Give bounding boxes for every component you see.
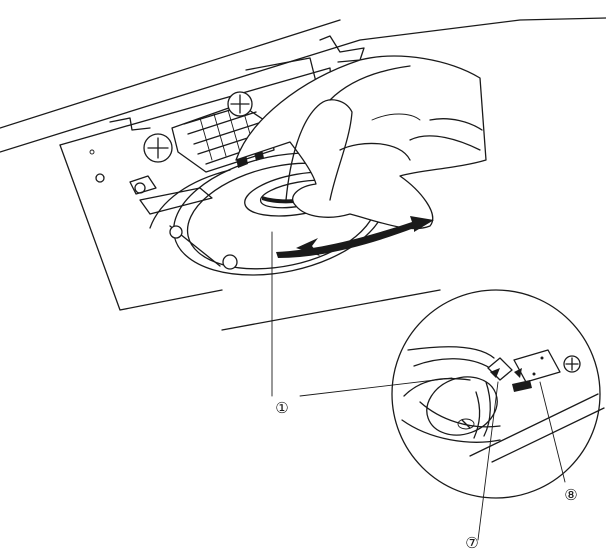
detail-inset-content [401, 346, 605, 463]
callout-leader-1 [271, 231, 453, 397]
rotation-arrow [276, 216, 434, 258]
callout-label-1: ① [275, 399, 288, 417]
callout-label-8: ⑧ [564, 486, 577, 504]
plate-screw-left [143, 133, 173, 163]
hand [235, 55, 487, 230]
callout-label-7: ⑦ [465, 534, 478, 552]
callout-leader-8 [539, 381, 566, 483]
callout-leader-7 [477, 381, 499, 541]
detail-inset-circle [391, 289, 601, 499]
plate-screw-right [227, 91, 253, 117]
hook-race [129, 152, 387, 276]
